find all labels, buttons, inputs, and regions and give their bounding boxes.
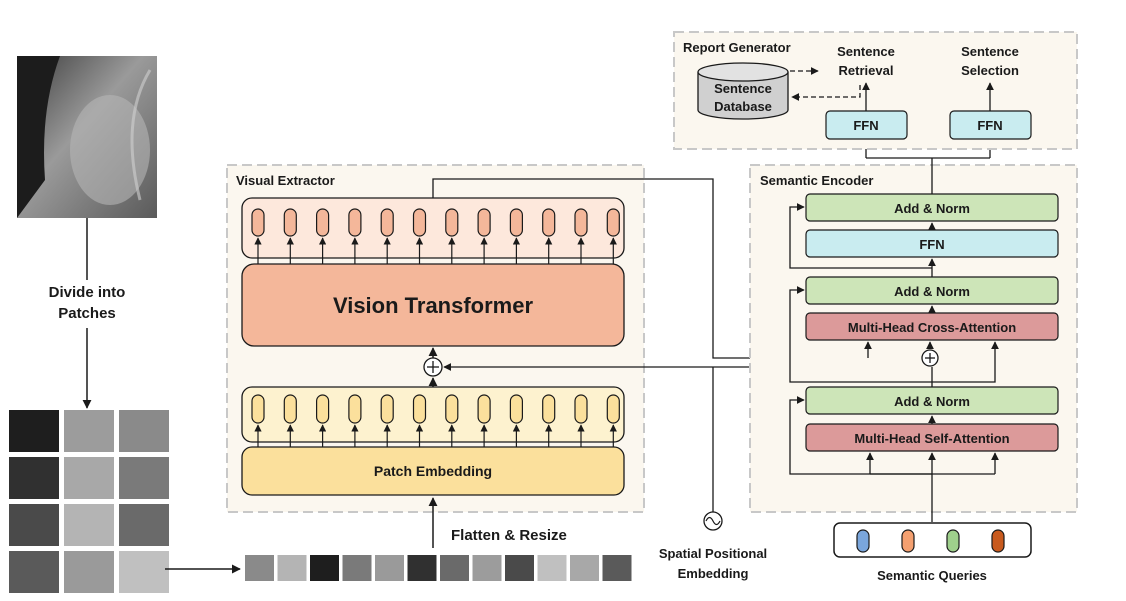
token	[283, 208, 297, 237]
strip-patch	[440, 555, 469, 581]
report-generator-title: Report Generator	[683, 40, 791, 55]
token	[348, 394, 362, 424]
strip-patch	[505, 555, 534, 581]
query-token	[946, 529, 960, 553]
query-token-group	[856, 529, 1005, 553]
token	[574, 208, 588, 237]
cross-attention-label: Multi-Head Cross-Attention	[848, 320, 1016, 335]
strip-patch	[407, 555, 437, 581]
token	[574, 394, 588, 424]
image-patch	[64, 410, 114, 452]
flatten-label: Flatten & Resize	[451, 527, 567, 544]
query-token	[991, 529, 1005, 553]
strip-patch	[310, 555, 339, 581]
image-patch	[64, 504, 114, 546]
add-norm-top-label: Add & Norm	[894, 201, 970, 216]
selection-label-line2: Selection	[961, 63, 1019, 78]
strip-patch	[342, 555, 372, 581]
selection-ffn-label: FFN	[977, 118, 1002, 133]
xray-image	[17, 56, 157, 218]
retrieval-label-line1: Sentence	[837, 44, 895, 59]
self-attention-label: Multi-Head Self-Attention	[854, 431, 1009, 446]
patch-strip	[245, 555, 632, 581]
token	[316, 394, 330, 424]
token	[509, 394, 523, 424]
image-patch	[64, 551, 114, 593]
token	[251, 208, 265, 237]
query-token	[901, 529, 915, 553]
patch-grid	[9, 410, 169, 593]
strip-patch	[602, 555, 632, 581]
semantic-queries-box	[833, 522, 1032, 558]
strip-patch	[277, 555, 307, 581]
encoder-ffn-label: FFN	[919, 237, 944, 252]
image-patch	[9, 457, 59, 499]
strip-patch	[245, 555, 274, 581]
patch-token-group	[251, 394, 620, 447]
patch-tokens-box	[241, 386, 625, 443]
patch-embedding-label: Patch Embedding	[374, 463, 492, 479]
token	[380, 394, 394, 424]
token	[606, 208, 620, 237]
image-patch	[119, 410, 169, 452]
visual-extractor-title: Visual Extractor	[236, 173, 335, 188]
query-token	[856, 529, 870, 553]
sentence-database-icon	[697, 62, 789, 120]
vit-output-tokens	[241, 197, 625, 259]
token	[316, 208, 330, 237]
token	[477, 394, 491, 424]
patch-embedding-block	[241, 446, 625, 496]
database-label-line2: Database	[714, 99, 772, 114]
add-norm-mid-label: Add & Norm	[894, 284, 970, 299]
token	[542, 394, 556, 424]
strip-patch	[472, 555, 502, 581]
vit-token-group	[251, 208, 620, 264]
strip-patch	[375, 555, 404, 581]
image-patch	[9, 504, 59, 546]
encoder-arrows	[789, 139, 999, 522]
database-label-line1: Sentence	[714, 81, 772, 96]
token	[542, 208, 556, 237]
divide-label-line1: Divide into	[49, 284, 126, 301]
image-patch	[119, 504, 169, 546]
token	[251, 394, 265, 424]
positional-label-line1: Spatial Positional	[659, 546, 767, 561]
add-norm-bottom-label: Add & Norm	[894, 394, 970, 409]
image-patch	[119, 457, 169, 499]
image-patch	[64, 457, 114, 499]
image-patch	[9, 410, 59, 452]
report-arrows	[790, 67, 994, 111]
token	[606, 394, 620, 424]
strip-patch	[537, 555, 567, 581]
image-patch	[119, 551, 169, 593]
token	[445, 394, 459, 424]
vision-transformer-label: Vision Transformer	[333, 293, 534, 318]
retrieval-ffn-label: FFN	[853, 118, 878, 133]
token	[477, 208, 491, 237]
token	[412, 208, 427, 237]
token	[348, 208, 362, 237]
selection-label-line1: Sentence	[961, 44, 1019, 59]
token	[445, 208, 459, 237]
divide-label-line2: Patches	[58, 305, 116, 322]
strip-patch	[570, 555, 599, 581]
retrieval-label-line2: Retrieval	[839, 63, 894, 78]
image-patch	[9, 551, 59, 593]
token	[380, 208, 394, 237]
token	[283, 394, 297, 424]
token	[509, 208, 523, 237]
semantic-encoder-title: Semantic Encoder	[760, 173, 873, 188]
semantic-queries-label: Semantic Queries	[877, 568, 987, 583]
positional-label-line2: Embedding	[678, 566, 749, 581]
token	[412, 394, 427, 424]
vision-transformer-block	[241, 263, 625, 347]
